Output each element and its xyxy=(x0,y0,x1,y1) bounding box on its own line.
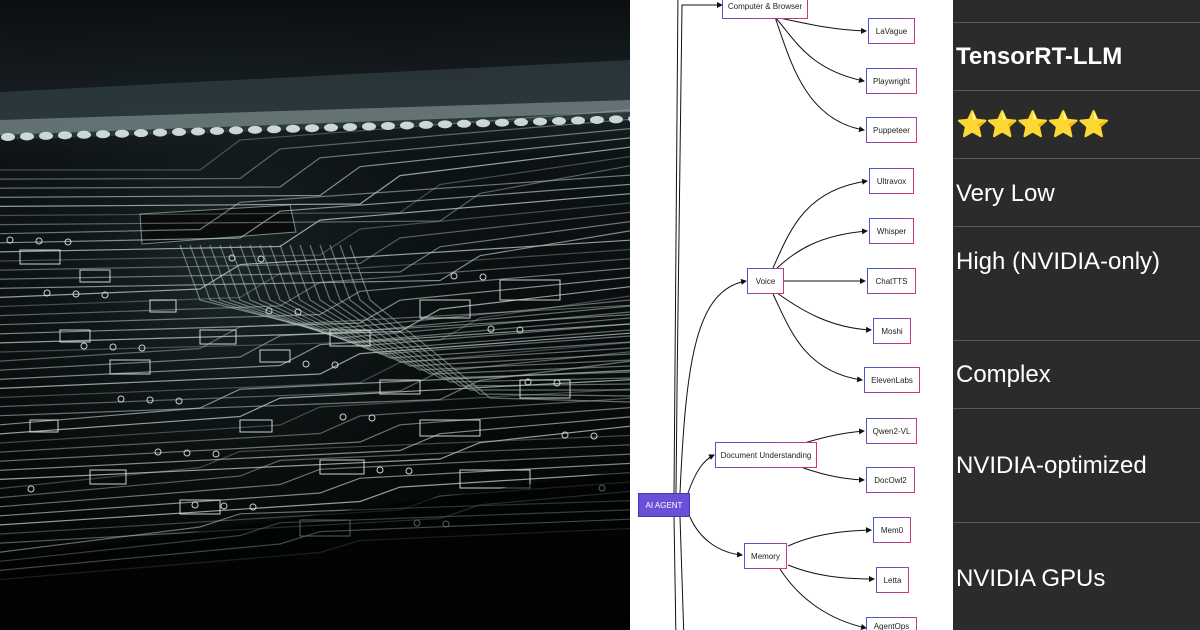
efficiency-value: High (NVIDIA-only) xyxy=(956,248,1161,275)
latency-value: Very Low xyxy=(956,180,1055,207)
tool-docowl2: DocOwl2 xyxy=(866,467,915,493)
diagram-connectors xyxy=(673,0,875,630)
category-memory: Memory xyxy=(744,543,787,569)
table-row: Complex xyxy=(953,340,1200,408)
tool-puppeteer: Puppeteer xyxy=(866,117,917,143)
tool-playwright: Playwright xyxy=(866,68,917,94)
table-row: ⭐⭐⭐⭐⭐ xyxy=(953,90,1200,158)
tool-moshi: Moshi xyxy=(873,318,911,344)
tool-agentops: AgentOps xyxy=(866,617,917,630)
tool-chattts: ChatTTS xyxy=(867,268,916,294)
circuit-board-photo xyxy=(0,0,630,630)
tool-qwen2-vl: Qwen2-VL xyxy=(866,418,917,444)
agent-tools-diagram: Computer & Browser LaVague Playwright Pu… xyxy=(630,0,953,630)
tool-mem0: Mem0 xyxy=(873,517,911,543)
pcb-traces xyxy=(0,109,630,581)
root-ai-agent: AI AGENT xyxy=(638,493,690,517)
category-document-understanding: Document Understanding xyxy=(715,442,817,468)
tool-elevenlabs: ElevenLabs xyxy=(864,367,920,393)
table-row: NVIDIA GPUs xyxy=(953,522,1200,630)
optimization-value: NVIDIA-optimized xyxy=(956,452,1147,479)
tool-letta: Letta xyxy=(876,567,909,593)
rating-stars: ⭐⭐⭐⭐⭐ xyxy=(956,109,1110,139)
tool-whisper: Whisper xyxy=(869,218,914,244)
table-row: NVIDIA-optimized xyxy=(953,408,1200,522)
table-row: High (NVIDIA-only) xyxy=(953,226,1200,340)
framework-name: TensorRT-LLM xyxy=(956,43,1123,70)
category-computer-browser: Computer & Browser xyxy=(722,0,808,19)
table-row: Very Low xyxy=(953,158,1200,226)
circuit-board-illustration xyxy=(0,0,630,630)
tool-ultravox: Ultravox xyxy=(869,168,914,194)
category-voice: Voice xyxy=(747,268,784,294)
tool-lavague: LaVague xyxy=(868,18,915,44)
table-row: TensorRT-LLM xyxy=(953,22,1200,90)
pcb-components xyxy=(6,236,606,537)
comparison-table-column: TensorRT-LLM ⭐⭐⭐⭐⭐ Very Low High (NVIDIA… xyxy=(953,0,1200,630)
hardware-value: NVIDIA GPUs xyxy=(956,565,1106,592)
led-row xyxy=(1,115,630,141)
complexity-value: Complex xyxy=(956,361,1051,388)
